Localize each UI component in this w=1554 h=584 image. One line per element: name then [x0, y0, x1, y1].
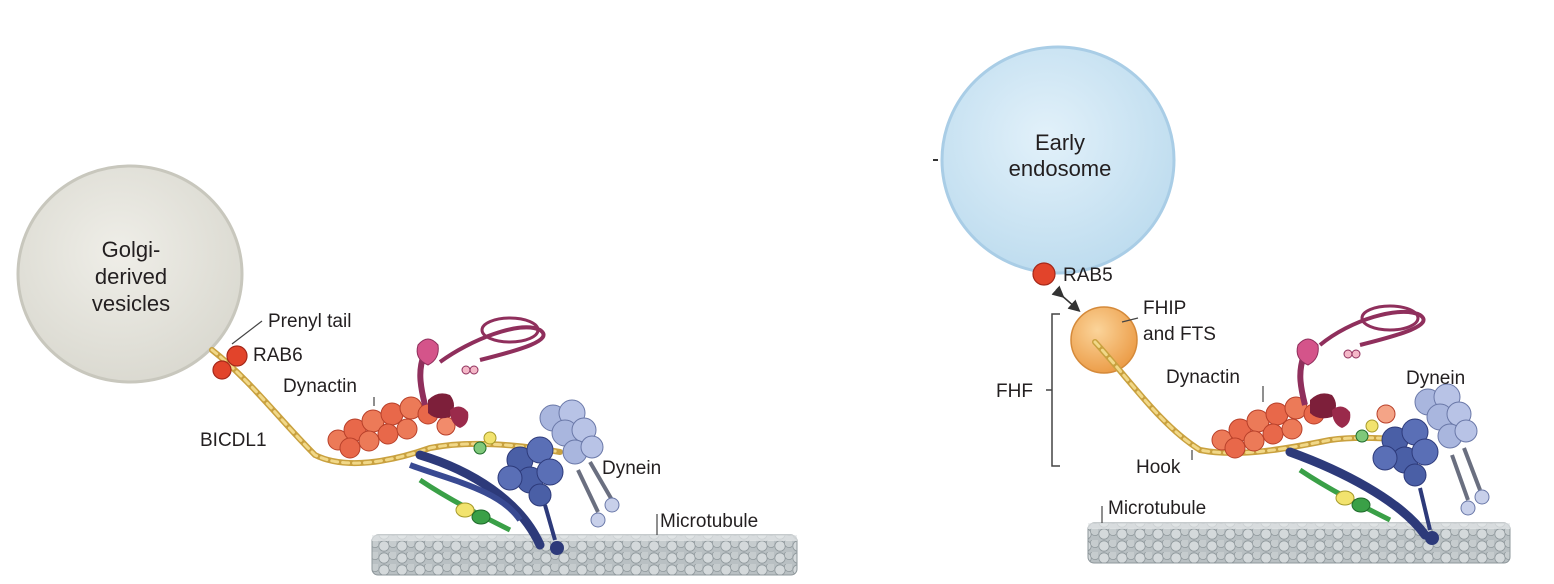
fhf-bracket	[1046, 313, 1060, 467]
golgi-vesicle-label-2: derived	[95, 264, 167, 289]
rab6-label: RAB6	[253, 345, 303, 366]
fhip-fts-complex	[1070, 306, 1138, 374]
left-dynein	[408, 399, 620, 555]
rab5-fhip-arrow	[1051, 285, 1081, 312]
golgi-vesicle-label-3: vesicles	[92, 291, 170, 316]
right-leader-lines	[1101, 317, 1264, 523]
fhip-label-2: and FTS	[1143, 324, 1216, 345]
right-microtubule	[1087, 522, 1511, 564]
early-endosome-label-1: Early	[1035, 130, 1085, 155]
early-endosome-label-2: endosome	[1009, 156, 1112, 181]
right-dynein-label: Dynein	[1406, 368, 1465, 389]
left-microtubule	[371, 534, 798, 576]
fhip-label-1: FHIP	[1143, 298, 1186, 319]
left-green-subunits	[418, 431, 512, 533]
left-dynactin-label: Dynactin	[283, 376, 357, 397]
golgi-vesicle	[16, 164, 244, 384]
hook-label: Hook	[1136, 457, 1181, 478]
right-panel: Early endosome RAB5 FHIP and FTS FHF Dyn…	[933, 45, 1511, 564]
right-green-subunits	[1298, 419, 1392, 523]
right-microtubule-label: Microtubule	[1108, 498, 1206, 519]
bicdl1-label: BICDL1	[200, 430, 267, 451]
left-dynactin	[327, 396, 456, 459]
fhf-label: FHF	[996, 381, 1033, 402]
left-microtubule-label: Microtubule	[660, 511, 758, 532]
rab6-protein	[212, 345, 248, 380]
left-leader-lines	[231, 320, 658, 535]
right-dynein	[1285, 383, 1490, 545]
golgi-vesicle-label-1: Golgi-	[102, 237, 161, 262]
right-p150-arm	[1296, 304, 1426, 428]
rab5-label: RAB5	[1063, 265, 1113, 286]
bicdl1-coiled-coil	[209, 347, 563, 467]
left-p150-arm	[416, 316, 546, 428]
right-dynactin-label: Dynactin	[1166, 367, 1240, 388]
rab5-protein	[1032, 262, 1056, 286]
prenyl-tail-label: Prenyl tail	[268, 311, 351, 332]
early-endosome	[940, 45, 1176, 275]
left-panel: Golgi- derived vesicles Prenyl tail RAB6…	[16, 164, 798, 576]
left-dynein-label: Dynein	[602, 458, 661, 479]
